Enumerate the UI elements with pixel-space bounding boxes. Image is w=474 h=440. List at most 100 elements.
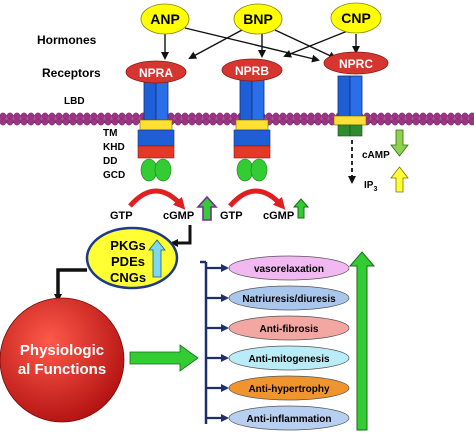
membrane-bead xyxy=(300,118,308,126)
hormone-bnp: BNP xyxy=(233,3,283,35)
membrane-bead xyxy=(41,118,49,126)
membrane-bead xyxy=(426,118,434,126)
nprc-tm xyxy=(333,115,367,126)
function-label: Anti-hypertrophy xyxy=(248,384,330,395)
npra-dd xyxy=(137,145,175,159)
membrane-bead xyxy=(321,112,329,120)
function-label: vasorelaxation xyxy=(254,264,324,275)
effectors-to-physiologic-arrow xyxy=(54,268,87,302)
membrane-bead xyxy=(76,112,84,120)
membrane-bead xyxy=(55,118,63,126)
function-oval xyxy=(228,255,350,281)
hormone-bnp-label: BNP xyxy=(243,11,273,27)
npra-gcd-right xyxy=(154,158,172,182)
membrane-bead xyxy=(391,112,399,120)
membrane-bead xyxy=(188,112,196,120)
dd-label: DD xyxy=(103,156,117,167)
membrane-bead xyxy=(314,118,322,126)
membrane-bead xyxy=(398,118,406,126)
nprc-lbd-right xyxy=(349,75,363,117)
receptors-label: Receptors xyxy=(42,66,101,80)
membrane-bead xyxy=(293,112,301,120)
membrane-bead xyxy=(55,112,63,120)
function-item: Anti-hypertrophy xyxy=(228,375,350,401)
membrane-bead xyxy=(41,112,49,120)
membrane-bead xyxy=(118,112,126,120)
membrane-bead xyxy=(279,112,287,120)
physiologic-functions-circle: Physiologic al Functions xyxy=(0,297,125,423)
membrane-bead xyxy=(419,112,427,120)
nprc-tail-right xyxy=(349,124,363,137)
membrane-bead xyxy=(13,112,21,120)
membrane-bead xyxy=(300,112,308,120)
membrane-bead xyxy=(370,118,378,126)
hormone-anp-label: ANP xyxy=(150,11,180,27)
function-item: Anti-fibrosis xyxy=(228,315,350,341)
membrane-bead xyxy=(132,118,140,126)
membrane-bead xyxy=(440,118,448,126)
nprb-gc-reaction: GTP cGMP xyxy=(220,188,310,222)
effectors-increase-arrow xyxy=(148,239,166,278)
membrane-bead xyxy=(398,112,406,120)
nprb-lbd-left xyxy=(239,79,253,121)
membrane-bead xyxy=(34,112,42,120)
membrane-bead xyxy=(167,112,175,120)
cgmp-to-effectors-arrow xyxy=(170,225,192,247)
ip3-label: IP3 xyxy=(364,180,377,193)
membrane-bead xyxy=(76,118,84,126)
membrane-bead xyxy=(377,112,385,120)
membrane-bead xyxy=(69,112,77,120)
membrane-bead xyxy=(202,118,210,126)
npra-gc-reaction: GTP cGMP xyxy=(110,188,218,222)
membrane-bead xyxy=(90,112,98,120)
nprb-gcd-right xyxy=(250,158,268,182)
membrane-bead xyxy=(125,118,133,126)
nprb-cgmp-label: cGMP xyxy=(263,210,294,222)
membrane-bead xyxy=(6,118,14,126)
membrane-bead xyxy=(370,112,378,120)
membrane-bead xyxy=(307,118,315,126)
membrane-bead xyxy=(69,118,77,126)
membrane-bead xyxy=(223,118,231,126)
membrane-bead xyxy=(62,112,70,120)
npra-khd xyxy=(137,129,175,147)
npra-tm xyxy=(139,119,173,131)
membrane-bead xyxy=(6,112,14,120)
effector-pkgs: PKGs xyxy=(110,238,145,253)
function-label: Anti-fibrosis xyxy=(260,324,319,335)
nprc-lbd-left xyxy=(337,75,351,117)
membrane-bead xyxy=(286,118,294,126)
membrane-bead xyxy=(454,118,462,126)
hormone-cnp: CNP xyxy=(330,2,382,34)
hormone-cnp-label: CNP xyxy=(341,10,371,26)
membrane-bead xyxy=(461,112,469,120)
effectors-oval: PKGs PDEs CNGs xyxy=(85,226,179,290)
membrane-bead xyxy=(279,118,287,126)
membrane-bead xyxy=(216,118,224,126)
membrane-bead xyxy=(468,112,474,120)
membrane-bead xyxy=(20,118,28,126)
function-oval xyxy=(228,285,350,311)
nprb-khd xyxy=(233,129,271,147)
nprc-signaling: cAMP IP3 xyxy=(348,129,409,193)
function-label: Natriuresis/diuresis xyxy=(242,294,336,305)
membrane-bead xyxy=(307,112,315,120)
npra-lbd-left xyxy=(143,79,157,121)
membrane-bead xyxy=(174,112,182,120)
function-oval xyxy=(228,345,350,371)
membrane-bead xyxy=(454,112,462,120)
membrane-bead xyxy=(209,118,217,126)
function-item: Anti-inflammation xyxy=(228,405,350,431)
khd-label: KHD xyxy=(103,142,125,153)
nprb-gtp-label: GTP xyxy=(220,210,243,222)
camp-label: cAMP xyxy=(362,150,390,161)
camp-decrease-arrow xyxy=(390,129,409,157)
function-item: Anti-mitogenesis xyxy=(228,345,350,371)
overall-increase-arrow xyxy=(348,251,376,431)
function-branch-arrows xyxy=(206,264,229,422)
membrane-bead xyxy=(97,118,105,126)
membrane-bead xyxy=(377,118,385,126)
effector-pdes: PDEs xyxy=(111,254,145,269)
receptor-nprb-label: NPRB xyxy=(235,64,269,78)
